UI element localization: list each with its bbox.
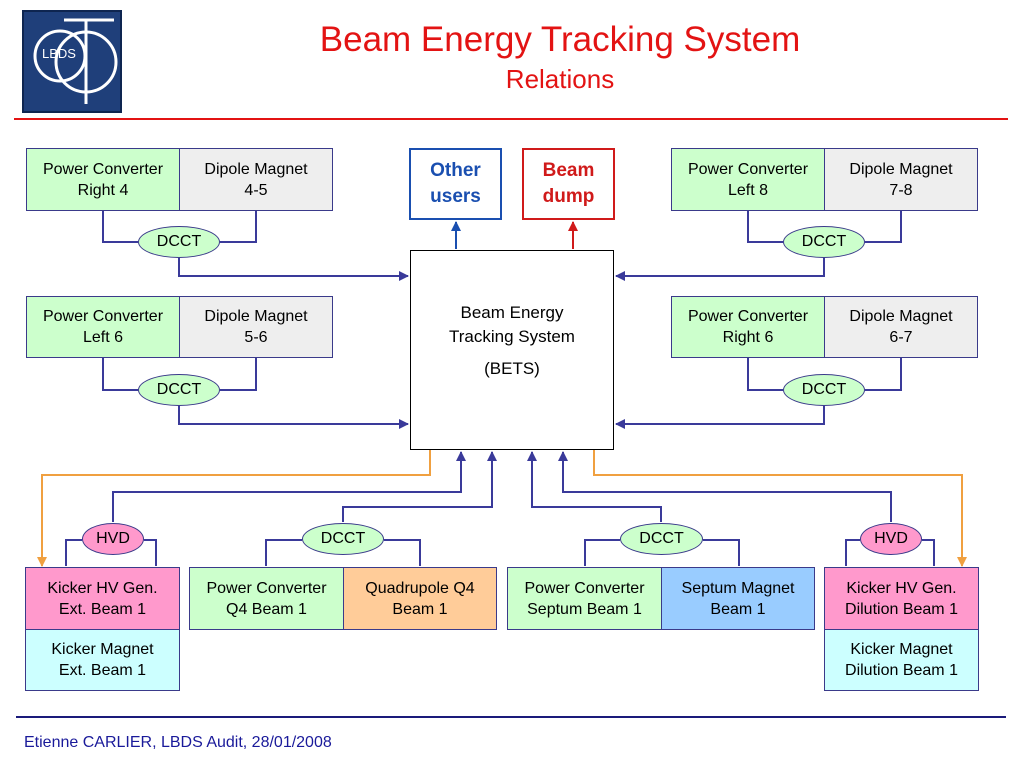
septum-magnet: Septum Magnet Beam 1	[661, 567, 815, 630]
power-converter-right-4: Power Converter Right 4	[26, 148, 180, 211]
quadrupole-q4: Quadrupole Q4 Beam 1	[343, 567, 497, 630]
slide-footer: Etienne CARLIER, LBDS Audit, 28/01/2008	[24, 734, 332, 751]
beam-dump-box: Beam dump	[522, 148, 615, 220]
power-converter-q4: Power Converter Q4 Beam 1	[189, 567, 344, 630]
bets-name: Beam Energy Tracking System	[449, 303, 575, 346]
other-users-box: Other users	[409, 148, 502, 220]
kicker-magnet-dilution: Kicker Magnet Dilution Beam 1	[824, 629, 979, 691]
dcct-sensor: DCCT	[783, 374, 865, 406]
hvd-sensor: HVD	[82, 523, 144, 555]
dipole-magnet-6-7: Dipole Magnet 6-7	[824, 296, 978, 358]
power-converter-left-8: Power Converter Left 8	[671, 148, 825, 211]
dcct-sensor: DCCT	[620, 523, 703, 555]
bets-abbrev: (BETS)	[484, 359, 540, 378]
kicker-hv-gen-ext: Kicker HV Gen. Ext. Beam 1	[25, 567, 180, 630]
power-converter-left-6: Power Converter Left 6	[26, 296, 180, 358]
slide-subtitle: Relations	[505, 64, 615, 94]
kicker-hv-gen-dilution: Kicker HV Gen. Dilution Beam 1	[824, 567, 979, 630]
hvd-sensor: HVD	[860, 523, 922, 555]
dipole-magnet-4-5: Dipole Magnet 4-5	[179, 148, 333, 211]
dcct-sensor: DCCT	[138, 374, 220, 406]
lbds-logo: LBDS	[22, 10, 122, 113]
dcct-sensor: DCCT	[302, 523, 384, 555]
footer-divider	[16, 716, 1006, 718]
slide-title: Beam Energy Tracking System	[319, 20, 801, 59]
dipole-magnet-5-6: Dipole Magnet 5-6	[179, 296, 333, 358]
power-converter-right-6: Power Converter Right 6	[671, 296, 825, 358]
cern-logo-icon	[33, 18, 118, 104]
dipole-magnet-7-8: Dipole Magnet 7-8	[824, 148, 978, 211]
power-converter-septum: Power Converter Septum Beam 1	[507, 567, 662, 630]
dcct-sensor: DCCT	[138, 226, 220, 258]
bets-box: Beam Energy Tracking System (BETS)	[410, 250, 614, 450]
kicker-magnet-ext: Kicker Magnet Ext. Beam 1	[25, 629, 180, 691]
title-divider	[14, 118, 1008, 120]
logo-text: LBDS	[42, 46, 76, 61]
dcct-sensor: DCCT	[783, 226, 865, 258]
